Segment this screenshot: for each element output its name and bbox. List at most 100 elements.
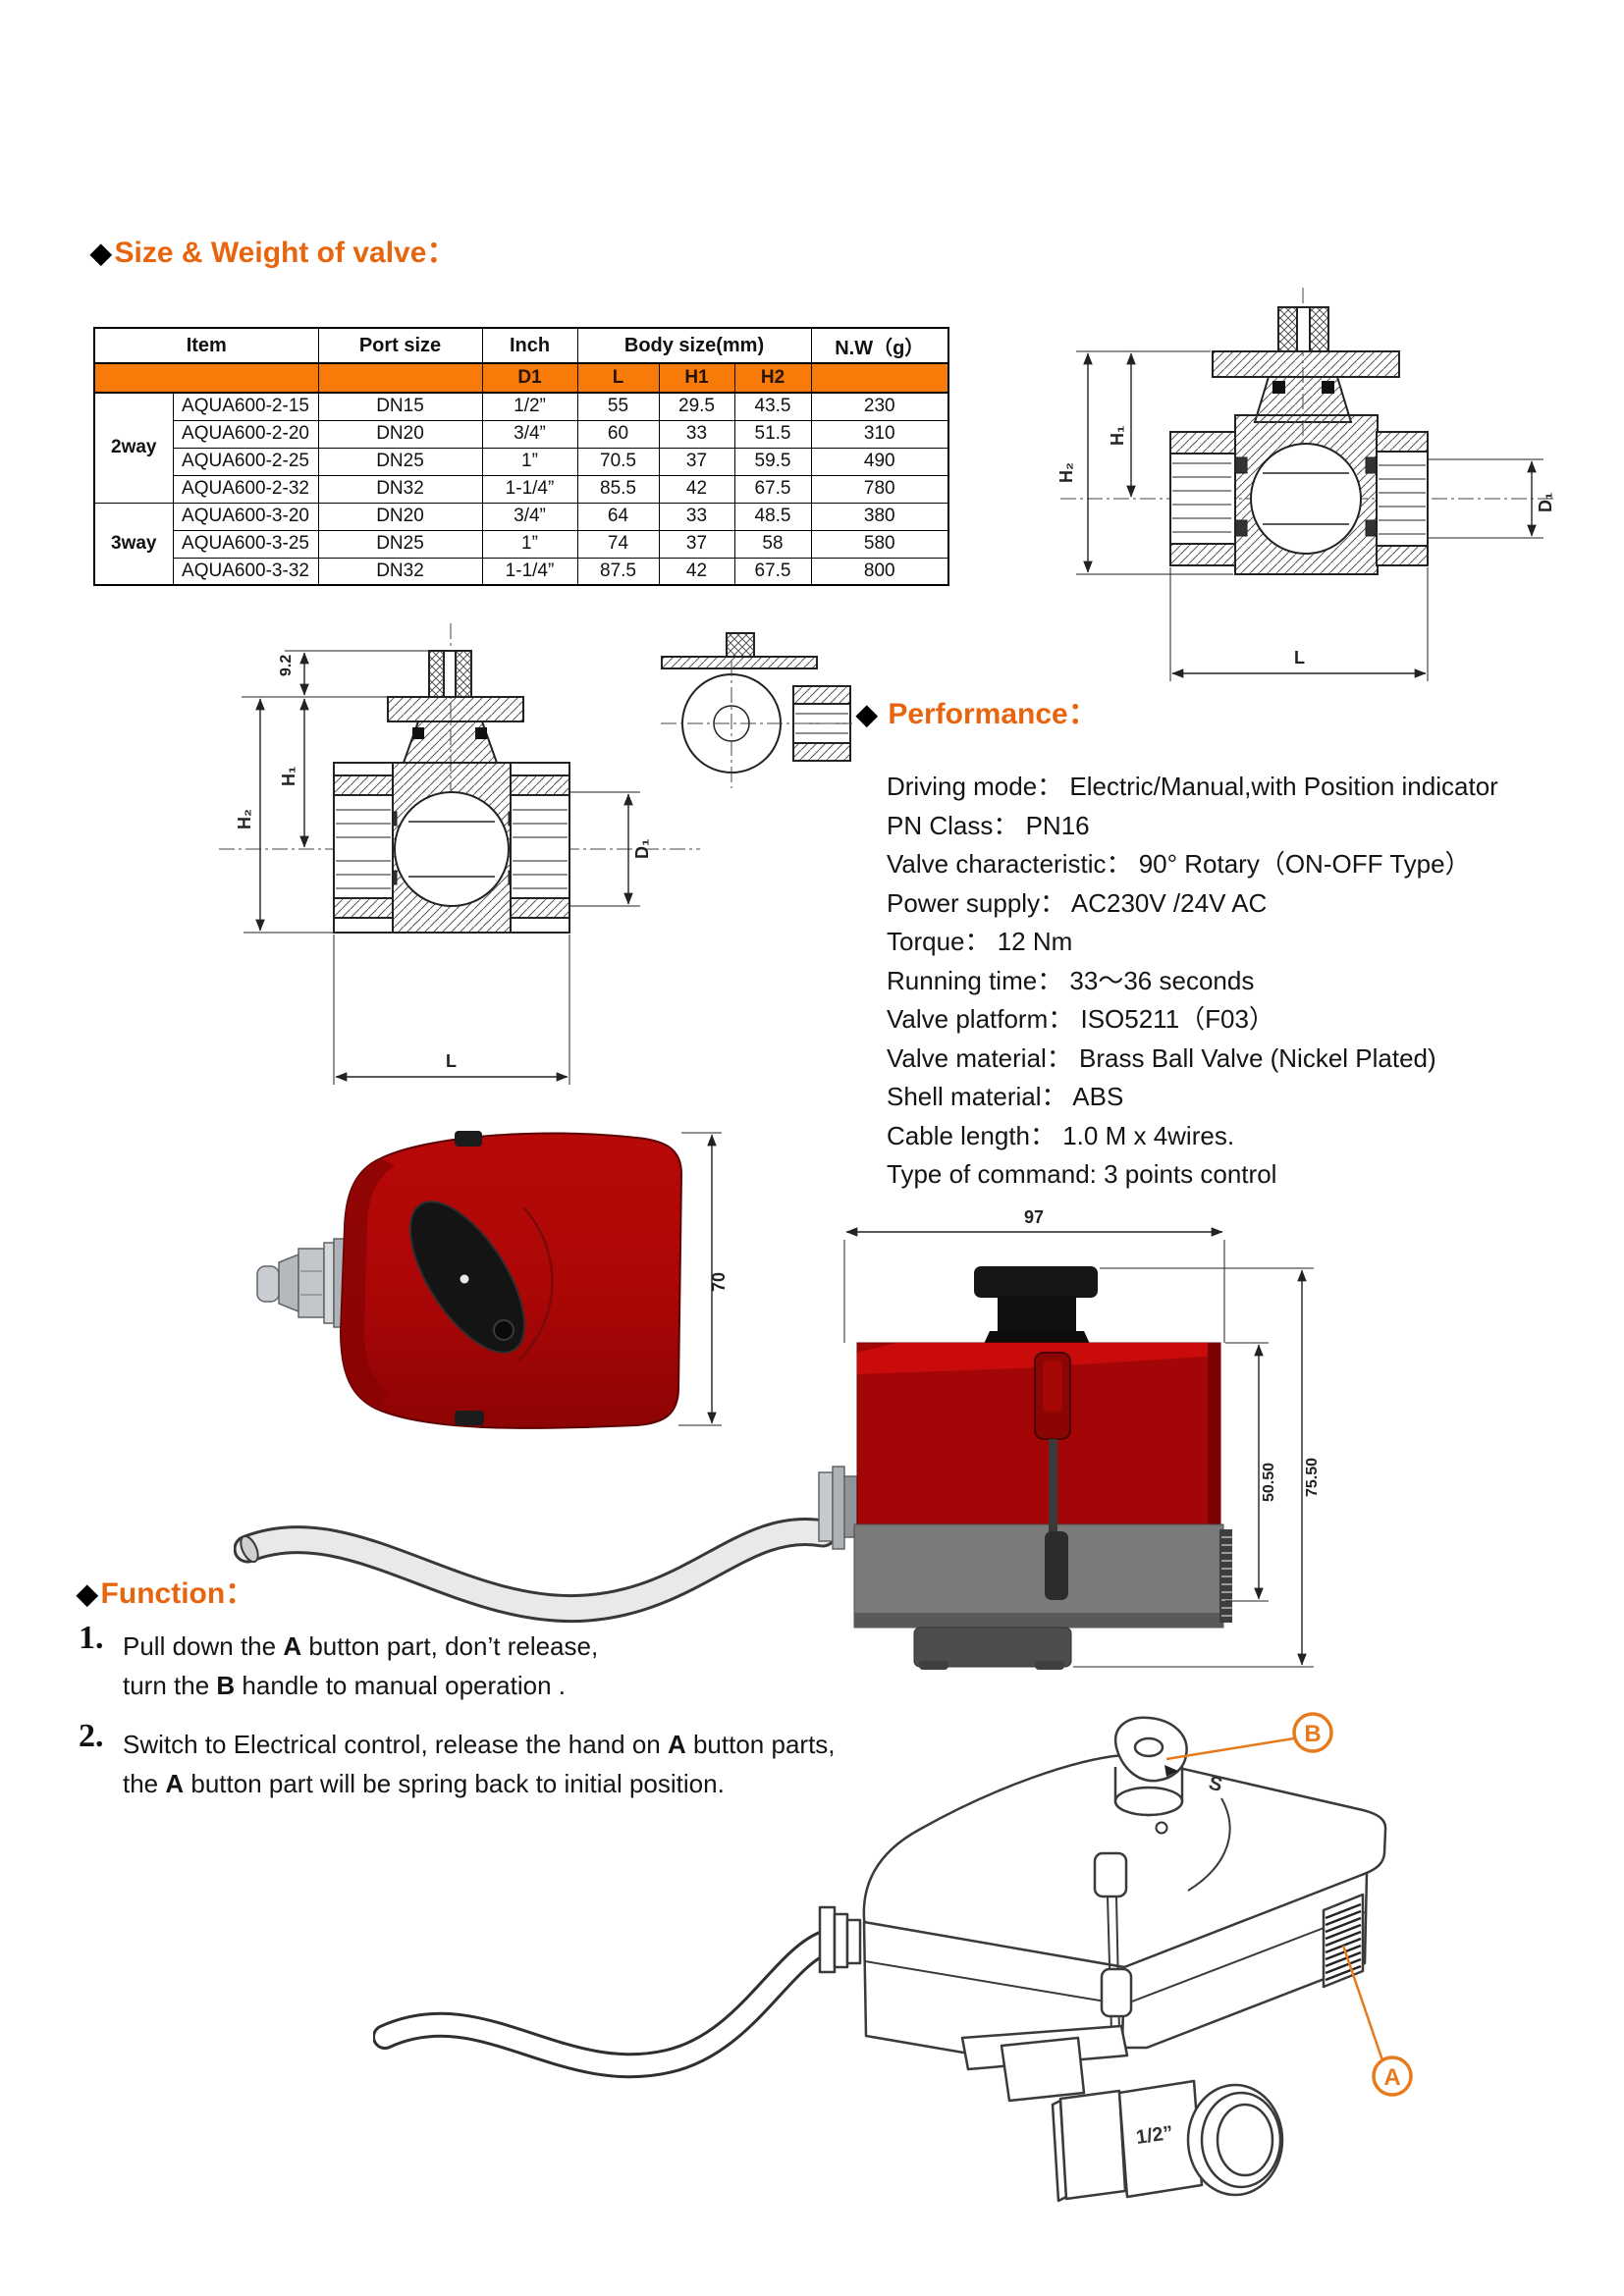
actuator-top-view-render: 70 (256, 1131, 729, 1429)
cell-item: AQUA600-2-15 (172, 392, 319, 421)
release-clip-lower (1045, 1531, 1068, 1600)
dim-label-width: 97 (1024, 1207, 1044, 1227)
manual-handle (1113, 1716, 1188, 1817)
bold-ref-a: A (165, 1769, 185, 1798)
bold-ref-b: B (216, 1671, 236, 1700)
spec-characteristic: Valve characteristic： 90° Rotary（ON-OFF … (887, 849, 1471, 879)
subheader-l: L (576, 362, 660, 394)
cell-port: DN15 (317, 392, 483, 421)
function-title: ◆Function： (77, 1569, 254, 1612)
knob-base (984, 1331, 1090, 1344)
subheader-blank (317, 362, 483, 394)
cell-h1: 33 (658, 502, 735, 531)
table-row: AQUA600-2-25 DN25 1” 70.5 37 59.5 490 (94, 447, 949, 476)
bold-ref-a: A (283, 1631, 302, 1661)
cell-l: 85.5 (576, 474, 660, 504)
spec-valve-material: Valve material： Brass Ball Valve (Nickel… (887, 1042, 1436, 1073)
actuator-side-view-render: 97 50.50 75.50 (818, 1207, 1321, 1670)
callout-a: A (1341, 1945, 1413, 2097)
cell-item: AQUA600-3-32 (172, 557, 319, 586)
cell-h2: 58 (733, 529, 812, 559)
diamond-bullet-icon: ◆ (77, 1578, 98, 1609)
cell-h2: 51.5 (733, 419, 812, 449)
table-row: AQUA600-3-25 DN25 1” 74 37 58 580 (94, 529, 949, 559)
cable-gland (256, 1238, 347, 1328)
group-2way: 2way (93, 392, 174, 504)
spec-pn-class: PN Class： PN16 (887, 810, 1090, 840)
cell-h1: 33 (658, 419, 735, 449)
mount-block (913, 1627, 1072, 1668)
dim-label-l: L (1294, 648, 1305, 667)
actuator-body (339, 1131, 683, 1429)
cell-port: DN20 (317, 502, 483, 531)
cell-inch: 1” (481, 447, 578, 476)
cell-l: 64 (576, 502, 660, 531)
dim-label-h2: H₂ (235, 809, 254, 829)
col-net-weight: N.W（g） (810, 327, 949, 364)
valve-cross-section-drawing-top: H₂ H₁ D₁ L (1056, 288, 1556, 681)
cell-nw: 230 (810, 392, 949, 421)
cell-inch: 1” (481, 529, 578, 559)
callout-a-label: A (1383, 2064, 1400, 2091)
col-item: Item (93, 327, 319, 364)
spec-running-time: Running time： 33～36 seconds (887, 965, 1255, 995)
dimensions: 70 (678, 1132, 729, 1426)
cell-item: AQUA600-2-20 (172, 419, 319, 449)
size-weight-title-text: Size & Weight of valve： (114, 237, 457, 269)
cell-l: 55 (576, 392, 660, 421)
subheader-blank (810, 362, 949, 394)
cell-port: DN32 (317, 474, 483, 504)
diamond-bullet-icon: ◆ (856, 699, 886, 729)
cell-inch: 1-1/4” (481, 474, 578, 504)
dim-label-body-height: 50.50 (1261, 1463, 1277, 1502)
spec-cable-length: Cable length： 1.0 M x 4wires. (887, 1120, 1235, 1150)
cell-h1: 29.5 (658, 392, 735, 421)
function-item-2-number: 2. (79, 1718, 104, 1754)
knob-cap (974, 1266, 1098, 1298)
spec-power-supply: Power supply： AC230V /24V AC (887, 887, 1268, 918)
table-header-row: Item Port size Inch Body size(mm) N.W（g） (93, 327, 949, 364)
cable-end (240, 1534, 259, 1564)
dim-label-depth: 70 (709, 1272, 729, 1292)
cell-h1: 37 (658, 529, 735, 559)
table-row: 3way AQUA600-3-20 DN20 3/4” 64 33 48.5 3… (93, 502, 949, 586)
table-row: AQUA600-2-32 DN32 1-1/4” 85.5 42 67.5 78… (94, 474, 949, 504)
handle-pointer (1164, 1765, 1178, 1777)
performance-specs: Driving mode： Electric/Manual,with Posit… (887, 768, 1498, 1195)
cell-nw: 800 (810, 557, 949, 586)
actuator-isometric-drawing: S 1/2” B A (373, 1712, 1413, 2203)
function-item-1-number: 1. (79, 1620, 104, 1656)
left-barrel (1058, 2089, 1127, 2201)
function-item-1-line-2: turn the B handle to manual operation . (123, 1671, 566, 1700)
panel-seam (517, 1206, 554, 1362)
subheader-h2: H2 (733, 362, 812, 394)
cell-l: 74 (576, 529, 660, 559)
valve-side-view (661, 632, 852, 788)
dimensions: 97 50.50 75.50 (843, 1207, 1321, 1668)
spec-command-type: Type of command: 3 points control (887, 1159, 1277, 1189)
callout-b: B (1165, 1712, 1333, 1761)
performance-title-text: Performance： (888, 698, 1098, 730)
dial-s-label: S (1207, 1773, 1224, 1797)
dimensions: H₂ H₁ D₁ L (1056, 350, 1555, 681)
cell-h1: 42 (658, 474, 735, 504)
cell-item: AQUA600-3-20 (172, 502, 319, 531)
cable-gland (818, 1466, 858, 1550)
cell-l: 60 (576, 419, 660, 449)
cell-nw: 310 (810, 419, 949, 449)
valve-size-label: 1/2” (1135, 2122, 1175, 2149)
cell-nw: 580 (810, 529, 949, 559)
col-inch: Inch (481, 327, 578, 364)
front-clip (1093, 1851, 1133, 2033)
subheader-d1: D1 (481, 362, 578, 394)
dim-label-stem: 9.2 (278, 655, 295, 676)
table-row: AQUA600-2-20 DN20 3/4” 60 33 51.5 310 (94, 419, 949, 449)
table-row: AQUA600-3-32 DN32 1-1/4” 87.5 42 67.5 80… (94, 557, 949, 586)
cell-port: DN25 (317, 447, 483, 476)
release-clip-stem (1049, 1439, 1057, 1537)
valve-body-outline (333, 650, 570, 934)
spec-valve-platform: Valve platform： ISO5211（F03） (887, 1004, 1274, 1034)
cable (373, 1929, 839, 2079)
dim-label-total-height: 75.50 (1304, 1458, 1321, 1497)
